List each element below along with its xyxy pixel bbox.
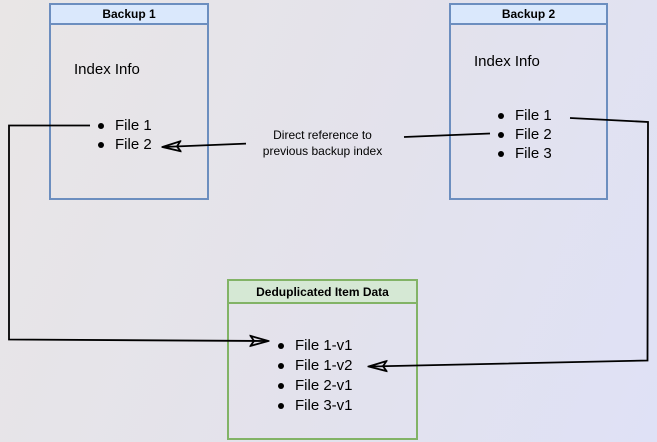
backup2-index-info-label: Index Info [474,53,540,70]
direct-reference-annotation: Direct reference to previous backup inde… [237,127,408,159]
list-item: File 2 [498,125,552,144]
list-item: File 1 [498,106,552,125]
annotation-line-1: Direct reference to [273,128,372,142]
list-item: File 2 [98,135,152,154]
backup2-header: Backup 2 [451,5,606,25]
backup1-header: Backup 1 [51,5,207,25]
annotation-line-2: previous backup index [262,144,383,158]
list-item: File 3 [498,144,552,163]
backup1-index-info-label: Index Info [74,61,140,78]
list-item: File 3-v1 [278,396,353,416]
list-item: File 1-v1 [278,336,353,356]
backup1-title: Backup 1 [102,7,156,21]
backup2-title: Backup 2 [501,7,556,21]
list-item: File 1-v2 [278,356,353,376]
dedup-header: Deduplicated Item Data [229,281,416,304]
dedup-title: Deduplicated Item Data [256,284,389,299]
list-item: File 1 [98,116,152,135]
list-item: File 2-v1 [278,376,353,396]
